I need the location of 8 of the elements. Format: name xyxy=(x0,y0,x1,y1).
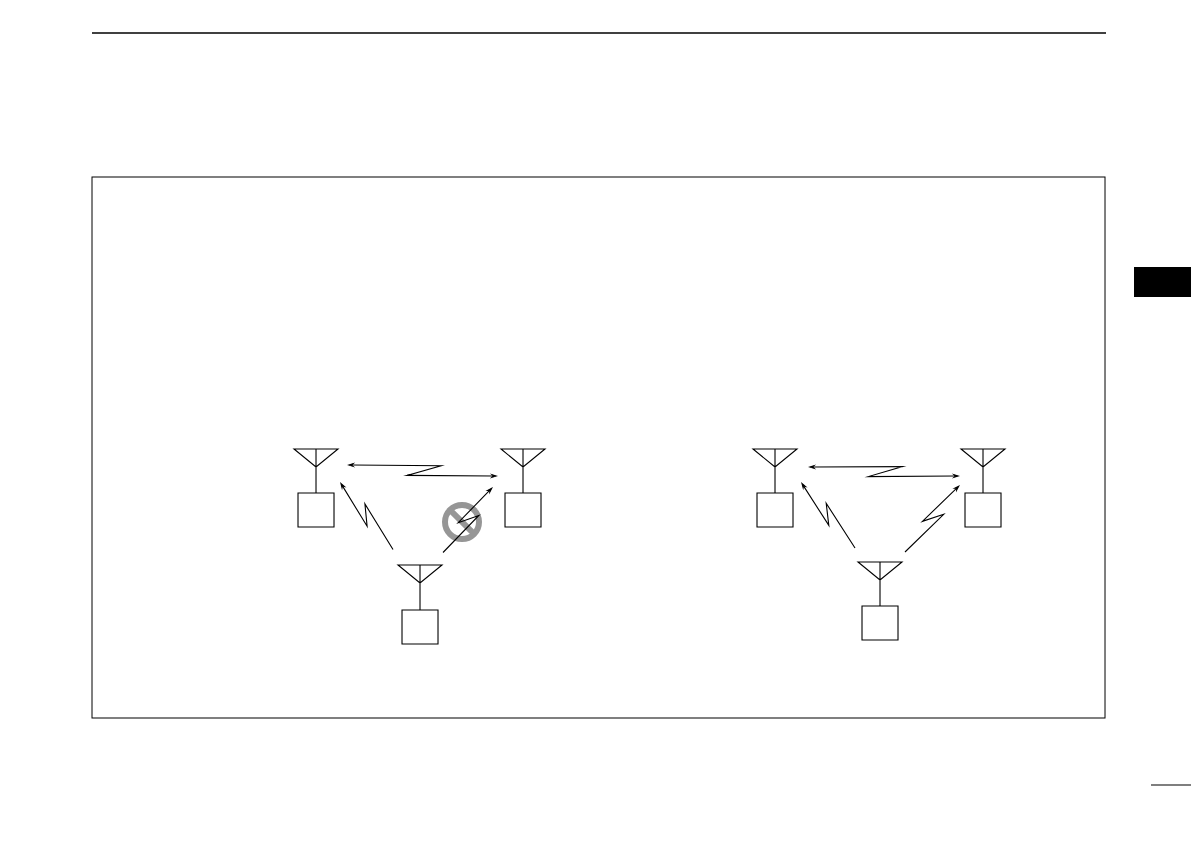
radio-link-arrow xyxy=(904,485,960,553)
radio-drawing xyxy=(857,561,904,641)
radio-drawing xyxy=(960,448,1007,528)
radio-link-arrow xyxy=(442,487,493,554)
radio-drawing xyxy=(500,448,547,528)
radio-drawing xyxy=(397,564,444,645)
radio-drawing xyxy=(293,448,340,528)
radio-drawing xyxy=(752,448,799,528)
